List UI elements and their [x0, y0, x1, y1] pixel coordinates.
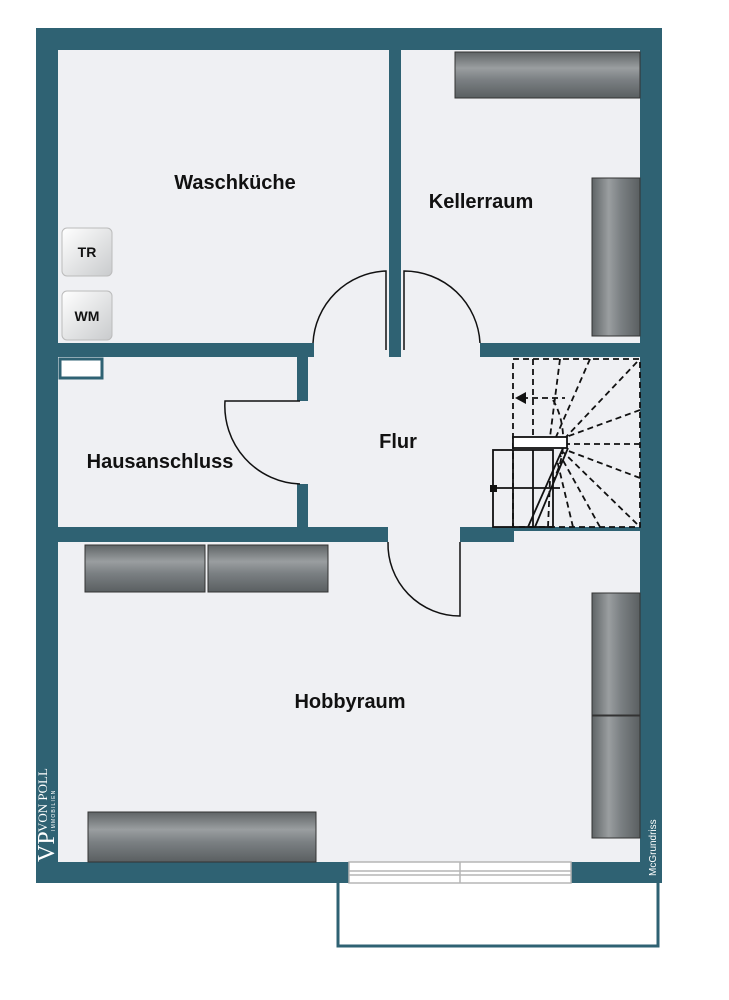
floor [58, 50, 640, 862]
room-label-hausanschluss: Hausanschluss [87, 451, 234, 473]
cabinets [84, 51, 641, 863]
staircase [490, 358, 641, 528]
window [348, 861, 572, 884]
logo-initials: VP [34, 831, 60, 862]
cabinet [591, 177, 641, 337]
washer-label: WM [75, 308, 100, 324]
room-label-hobbyraum: Hobbyraum [294, 691, 405, 713]
credit-text: McGrundriss [648, 819, 659, 876]
room-label-flur: Flur [379, 431, 417, 453]
von-poll-logo: VP VON POLL IMMOBILIEN [34, 768, 60, 862]
balcony [336, 878, 660, 948]
cabinet [207, 544, 329, 593]
cabinet [454, 51, 641, 99]
cabinet [591, 715, 641, 839]
shaft [58, 357, 104, 380]
cabinet [87, 811, 317, 863]
logo-name: VON POLL [35, 768, 50, 832]
dryer-label: TR [78, 244, 97, 260]
logo-sub: IMMOBILIEN [51, 790, 57, 831]
cabinet [84, 544, 206, 593]
cabinet [591, 592, 641, 716]
room-label-waschkueche: Waschküche [174, 172, 296, 194]
interior-walls [58, 50, 640, 542]
room-label-kellerraum: Kellerraum [429, 191, 534, 213]
doors [224, 270, 481, 617]
dryer: TR [61, 227, 113, 277]
washing-machine: WM [61, 290, 113, 341]
